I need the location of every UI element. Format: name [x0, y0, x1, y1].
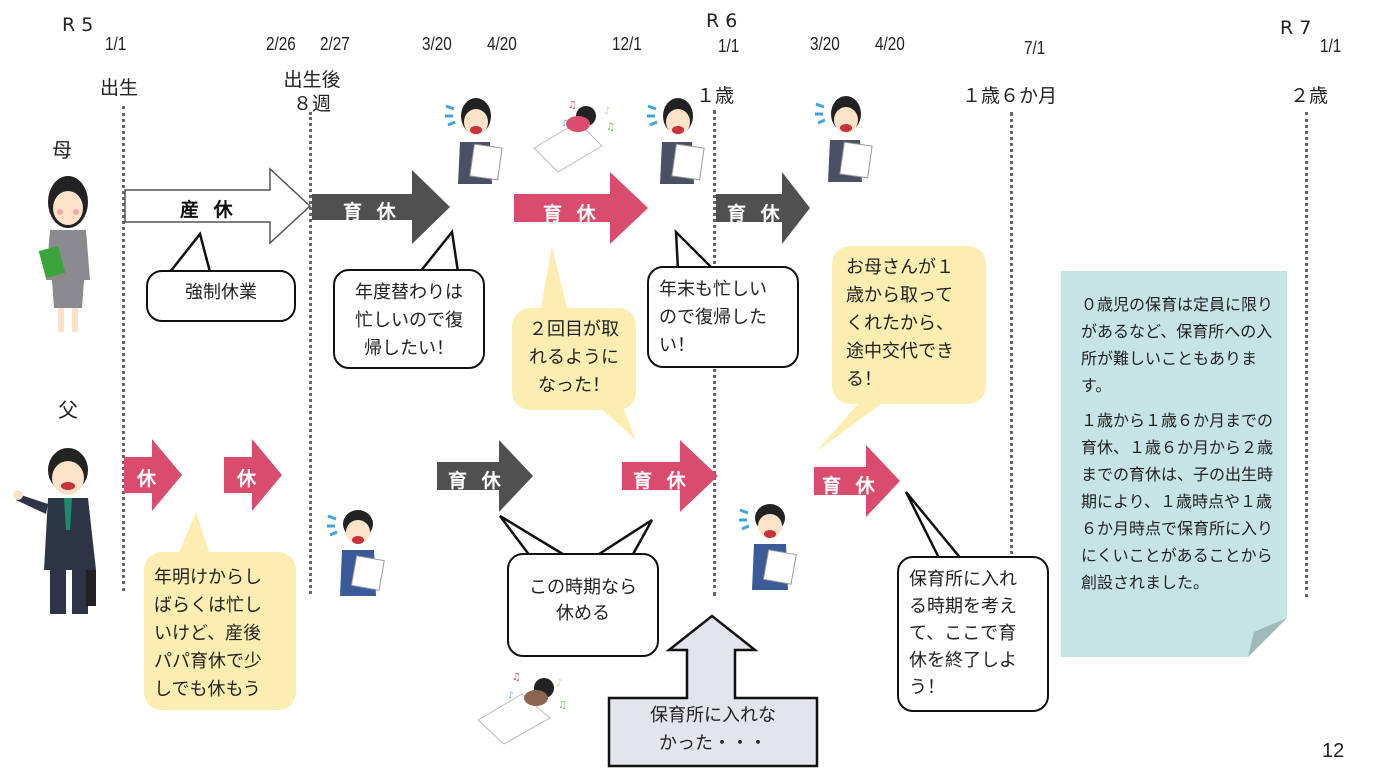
svg-text:♫: ♫: [568, 100, 577, 111]
mother-leave-label: 育 休: [727, 203, 784, 225]
father-sleeping-with-baby-icon: ♫ ♪ ♪ ♫: [477, 672, 567, 745]
date-label: 1/1: [718, 36, 740, 56]
svg-text:♫: ♫: [512, 672, 521, 683]
milestone-8-weeks: 出生後 ８週: [283, 69, 341, 115]
maternity-leave-label: 産 休: [180, 199, 237, 221]
svg-text:♪: ♪: [508, 691, 514, 701]
mother-leave-label: 育 休: [343, 201, 400, 223]
date-label: 1/1: [105, 34, 127, 54]
speech-bubble: お母さんが１ 歳から取って くれたから、 途中交代でき る！: [832, 246, 986, 404]
mother-figure-icon: [38, 176, 90, 332]
timeline-divider: [122, 106, 125, 591]
date-label: 4/20: [875, 34, 905, 54]
maternity-leave-arrow: [124, 167, 312, 245]
era-r7: R 7: [1280, 17, 1312, 39]
father-leave-label: 育 休: [448, 470, 505, 492]
nursery-failed-callout: [607, 614, 819, 768]
timeline-divider: [1010, 112, 1013, 592]
worried-mother-icon: [815, 96, 873, 182]
svg-text:♫: ♫: [558, 700, 567, 711]
worried-father-icon: [739, 504, 797, 590]
father-leave-label: 育 休: [633, 470, 690, 492]
worried-mother-icon: [445, 98, 503, 184]
date-label: 12/1: [612, 34, 642, 54]
speech-bubble: 年明けからし ばらくは忙し いけど、産後 パパ育休で少 しでも休もう: [144, 552, 296, 710]
worried-mother-icon: [647, 98, 705, 184]
father-label: 父: [58, 398, 78, 422]
milestone-1-5-years: １歳６か月: [962, 85, 1058, 107]
speech-bubble: ２回目が取 れるように なった！: [512, 308, 636, 410]
date-label: 4/20: [487, 34, 517, 54]
date-label: 1/1: [1320, 36, 1342, 56]
svg-text:♪: ♪: [562, 119, 568, 129]
page-number: 12: [1322, 740, 1345, 762]
date-label: 2/26: [266, 34, 296, 54]
timeline-divider: [1305, 112, 1308, 597]
milestone-1-year: １歳: [696, 85, 735, 107]
speech-bubble: 強制休業: [146, 270, 296, 322]
father-leave-arrow: [437, 440, 533, 512]
date-label: 7/1: [1024, 38, 1046, 58]
note-paragraph: １歳から１歳６か月までの育休、１歳６か月から２歳までの育休は、子の出生時期により…: [1081, 411, 1274, 592]
era-r5: R 5: [62, 14, 94, 36]
page-curl-icon: [1248, 618, 1287, 657]
svg-text:♪: ♪: [604, 106, 610, 117]
note-paragraph: ０歳児の保育は定員に限りがあるなど、保育所への入所が難しいこともあります。: [1081, 295, 1274, 395]
mother-sleeping-with-baby-icon: ♫♪ ♪♫: [533, 100, 615, 173]
mother-leave-arrow: [514, 172, 648, 244]
milestone-2-years: ２歳: [1290, 85, 1329, 107]
mother-leave-arrow: [312, 170, 450, 244]
date-label: 3/20: [810, 34, 840, 54]
speech-bubble: 保育所に入れ る時期を考え て、ここで育 休を終了しよ う！: [897, 556, 1049, 712]
mother-label: 母: [52, 138, 72, 162]
father-leave-arrow: [814, 445, 900, 517]
father-leave-arrow: [622, 440, 718, 512]
milestone-birth: 出生: [100, 77, 139, 99]
date-label: 2/27: [320, 34, 350, 54]
father-leave-label: 育 休: [822, 475, 879, 497]
father-short-leave-label: 休: [237, 468, 257, 490]
speech-bubble: 年度替わりは 忙しいので復 帰したい！: [333, 269, 485, 369]
speech-bubble: この時期なら 休める: [507, 553, 659, 657]
explanation-note: ０歳児の保育は定員に限りがあるなど、保育所への入所が難しいこともあります。 １歳…: [1061, 271, 1287, 657]
father-short-leave-arrow: [124, 439, 182, 511]
era-r6: R 6: [706, 10, 738, 32]
svg-text:♪: ♪: [556, 678, 562, 689]
speech-bubble: 年末も忙しい ので復帰した い！: [647, 266, 799, 368]
timeline-divider: [309, 112, 312, 594]
worried-father-icon: [327, 510, 385, 596]
mother-leave-arrow: [716, 172, 810, 244]
father-short-leave-label: 休: [137, 468, 157, 490]
father-short-leave-arrow: [224, 439, 282, 511]
mother-leave-label: 育 休: [543, 203, 600, 225]
date-label: 3/20: [422, 34, 452, 54]
svg-text:♫: ♫: [606, 122, 615, 133]
father-figure-icon: [13, 448, 96, 614]
nursery-failed-text: 保育所に入れな かった・・・: [650, 705, 776, 754]
